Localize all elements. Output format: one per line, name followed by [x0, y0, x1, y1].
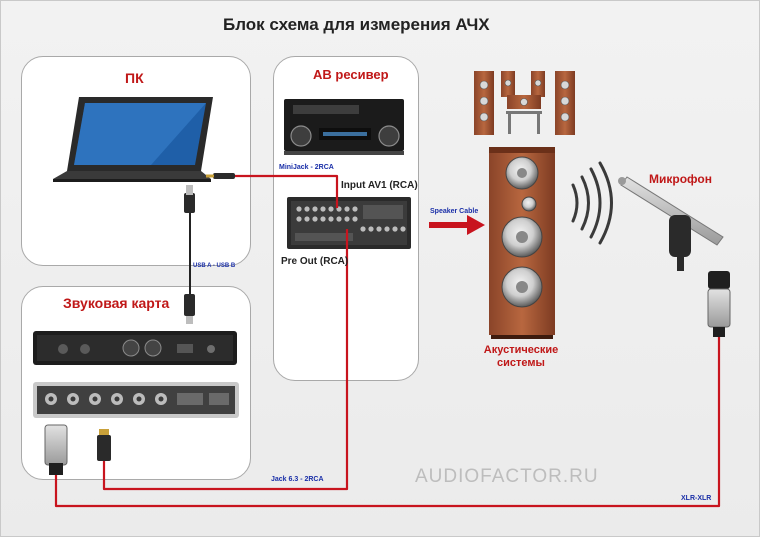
usb-cable — [184, 185, 195, 324]
microphone-icon — [618, 176, 724, 271]
floor-speaker-icon — [489, 147, 555, 339]
microphone-group-title: Микрофон — [649, 172, 712, 186]
jack-2rca-caption: Jack 6.3 - 2RCA — [271, 476, 324, 483]
sound-card-group-title: Звуковая карта — [63, 295, 170, 311]
pre-out-label: Pre Out (RCA) — [281, 256, 349, 267]
minijack-2rca-cable — [235, 174, 339, 208]
audio-interface-back-icon — [33, 382, 239, 418]
av-receiver-group-title: АВ ресивер — [313, 67, 389, 82]
minijack-plug-icon — [206, 173, 235, 179]
audio-interface-front-icon — [33, 331, 237, 365]
xlr-caption: XLR-XLR — [681, 495, 712, 502]
sound-waves-icon — [571, 161, 613, 245]
jack-plug-icon — [97, 429, 111, 461]
usb-caption: USB A - USB B — [193, 263, 236, 269]
xlr-plug-sound-card-icon — [44, 424, 68, 475]
input-av1-label: Input AV1 (RCA) — [341, 180, 418, 191]
xlr-plug-microphone-icon — [707, 271, 731, 337]
minijack-2rca-caption: MiniJack - 2RCA — [279, 164, 334, 171]
watermark: AUDIOFACTOR.RU — [415, 466, 599, 487]
av-receiver-back-icon — [287, 197, 411, 249]
speakers-group-title: Акустические системы — [483, 344, 559, 369]
av-receiver-front-icon — [284, 99, 404, 155]
laptop-icon — [53, 97, 213, 182]
pc-group-title: ПК — [125, 70, 144, 86]
xlr-cable — [54, 337, 721, 508]
speaker-cable-arrow — [429, 215, 485, 235]
diagram-title: Блок схема для измерения АЧХ — [223, 15, 490, 34]
speaker-cable-caption: Speaker Cable — [430, 208, 479, 215]
jack-2rca-cable — [102, 229, 349, 491]
signal-cables — [54, 174, 721, 508]
speaker-system-set-icon — [474, 71, 575, 135]
